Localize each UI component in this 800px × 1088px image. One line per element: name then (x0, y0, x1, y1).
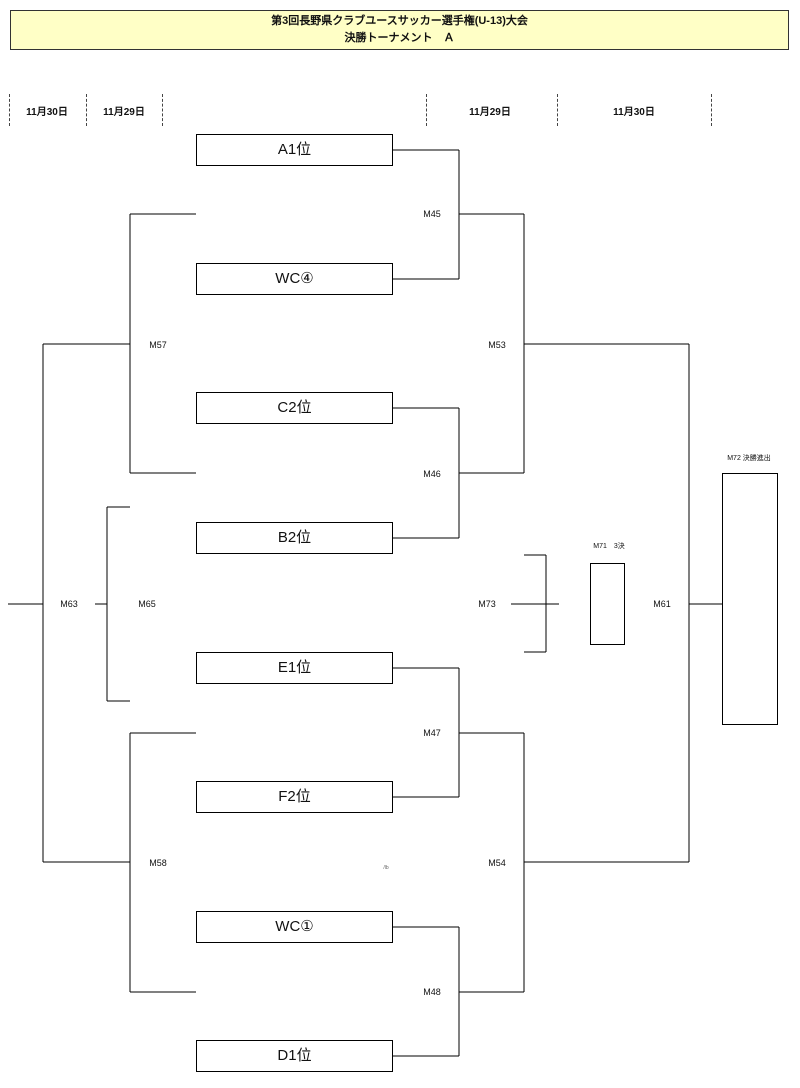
date-divider (162, 94, 163, 126)
match-label-m61: M61 (653, 599, 671, 609)
date-divider (9, 94, 10, 126)
team-slot: WC① (196, 911, 393, 943)
team-slot: B2位 (196, 522, 393, 554)
match-label-m54: M54 (488, 858, 506, 868)
match-label-m46: M46 (423, 469, 441, 479)
match-label-m72: M72 決勝進出 (727, 455, 771, 462)
match-label-m53: M53 (488, 340, 506, 350)
match-label-m71: M71 3決 (593, 543, 625, 550)
team-slot: C2位 (196, 392, 393, 424)
team-slot: A1位 (196, 134, 393, 166)
match-label-m58: M58 (149, 858, 167, 868)
match-label-m45: M45 (423, 209, 441, 219)
tournament-title-box: 第3回長野県クラブユースサッカー選手権(U-13)大会 決勝トーナメント Ａ (10, 10, 789, 50)
match-label-m47: M47 (423, 728, 441, 738)
match-label-m48: M48 (423, 987, 441, 997)
date-left-inner: 11月29日 (103, 107, 145, 118)
match-label-m63: M63 (60, 599, 78, 609)
team-slot: F2位 (196, 781, 393, 813)
date-divider (86, 94, 87, 126)
match-label-m65: M65 (138, 599, 156, 609)
team-slot: E1位 (196, 652, 393, 684)
date-divider (426, 94, 427, 126)
date-right-inner: 11月29日 (469, 107, 511, 118)
tournament-subtitle: 決勝トーナメント Ａ (344, 32, 455, 44)
date-right-outer: 11月30日 (613, 107, 655, 118)
date-left-outer: 11月30日 (26, 107, 68, 118)
final-box (722, 473, 778, 725)
team-slot: D1位 (196, 1040, 393, 1072)
stray-mark: /lb (383, 865, 389, 871)
match-label-m57: M57 (149, 340, 167, 350)
third-place-box (590, 563, 625, 645)
team-slot: WC④ (196, 263, 393, 295)
match-label-m73: M73 (478, 599, 496, 609)
date-divider (711, 94, 712, 126)
tournament-title: 第3回長野県クラブユースサッカー選手権(U-13)大会 (271, 15, 528, 27)
date-divider (557, 94, 558, 126)
